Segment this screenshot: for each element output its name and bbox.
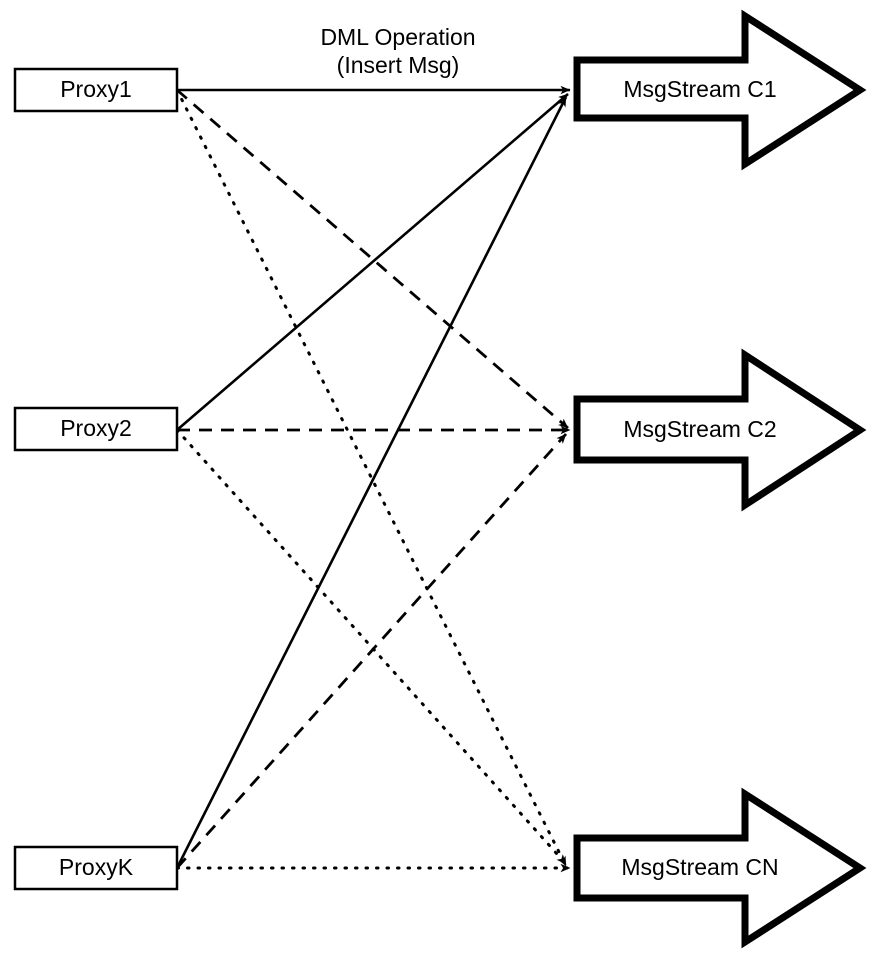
connection-proxy1-to-c2 — [176, 88, 569, 430]
msgstream-c1-label: MsgStream C1 — [623, 76, 776, 102]
proxy-node-proxy2[interactable]: Proxy2 — [13, 406, 179, 452]
proxy1-label: Proxy1 — [60, 76, 132, 102]
proxyk-box[interactable] — [13, 845, 179, 891]
msgstream-node-c2[interactable]: MsgStream C2 — [573, 348, 867, 512]
proxy2-label: Proxy2 — [60, 415, 132, 441]
connection-proxy2-to-c1 — [176, 93, 569, 431]
edge-label-dml-operation: DML Operation (Insert Msg) — [320, 24, 475, 78]
connection-proxyk-to-c1 — [175, 96, 568, 869]
msgstream-node-cn[interactable]: MsgStream CN — [573, 787, 867, 949]
msgstream-cn-arrow-shape[interactable] — [573, 787, 867, 949]
msgstream-c1-arrow-shape[interactable] — [573, 9, 867, 171]
connection-proxyk-to-c2 — [175, 433, 568, 869]
connection-proxy2-to-cn — [175, 428, 568, 866]
msgstream-c2-label: MsgStream C2 — [623, 416, 776, 442]
msgstream-node-c1[interactable]: MsgStream C1 — [573, 9, 867, 171]
edge-label-line2: (Insert Msg) — [337, 52, 460, 78]
proxy2-box[interactable] — [13, 406, 179, 452]
msgstream-cn-label: MsgStream CN — [621, 854, 778, 880]
connections-layer — [175, 85, 572, 873]
edge-label-line1: DML Operation — [320, 24, 475, 50]
proxy1-box[interactable] — [13, 67, 179, 113]
proxyk-label: ProxyK — [59, 854, 134, 880]
connection-proxy1-to-cn — [175, 88, 568, 868]
proxy-node-proxyk[interactable]: ProxyK — [13, 845, 179, 891]
msgstream-c2-arrow-shape[interactable] — [573, 348, 867, 512]
proxy-node-proxy1[interactable]: Proxy1 — [13, 67, 179, 113]
